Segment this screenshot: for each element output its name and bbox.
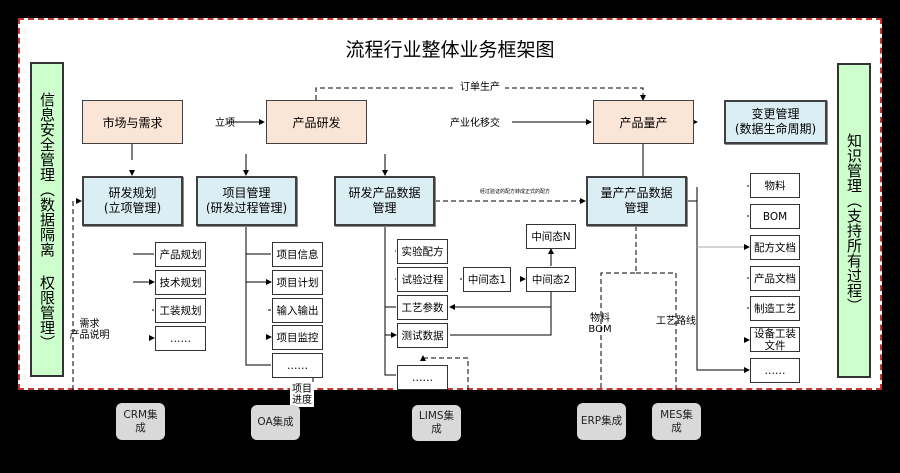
state-box: 中间态N [526, 224, 576, 249]
rd-item: 测试数据 [397, 323, 448, 348]
product-rd-box: 产品研发 [266, 100, 367, 144]
route-label: 工艺路线 [656, 316, 696, 327]
mass-item: BOM [750, 204, 800, 229]
rd-item: 实验配方 [397, 239, 448, 264]
rd-item: 工艺参数 [397, 295, 448, 320]
rd-planning-box: 研发规划 (立项管理) [82, 176, 183, 226]
mes-integration-button[interactable]: MES集 成 [652, 403, 701, 440]
knowledge-management-bar: 知识管理（支持所有过程） [837, 63, 871, 378]
plan-item: …… [155, 326, 206, 351]
project-item: …… [272, 353, 323, 378]
mass-production-box: 产品量产 [593, 100, 694, 144]
lixiang-label: 立项 [215, 117, 235, 129]
oa-integration-button[interactable]: OA集成 [251, 405, 300, 440]
page-title: 流程行业整体业务框架图 [345, 38, 555, 61]
order-line [315, 87, 646, 101]
mass-item: 物料 [750, 173, 800, 198]
security-management-bar: 信息安全管理（数据隔离 权限管理） [30, 62, 64, 377]
plan-item: 技术规划 [155, 270, 206, 295]
crm-integration-button[interactable]: CRM集 成 [116, 403, 165, 440]
plan-item: 产品规划 [155, 242, 206, 267]
mass-item: 制造工艺 [750, 296, 800, 321]
market-demand-box: 市场与需求 [82, 100, 183, 144]
rd-item: 试验过程 [397, 267, 448, 292]
dashed-note: 经过验证的配方转成正式的配方 [479, 188, 550, 195]
lims-integration-button[interactable]: LIMS集 成 [412, 405, 461, 441]
transfer-label: 产业化移交 [450, 117, 500, 129]
mass-item: 产品文档 [750, 266, 800, 291]
rd-item: …… [397, 365, 448, 390]
project-management-box: 项目管理 (研发过程管理) [196, 176, 297, 226]
erp-integration-button[interactable]: ERP集成 [577, 403, 626, 440]
mass-product-data-box: 量产产品数据 管理 [586, 176, 687, 226]
mass-item: 设备工装 文件 [750, 327, 800, 352]
state-box: 中间态2 [526, 267, 576, 292]
demand-label: 需求 产品说明 [69, 319, 110, 341]
progress-label: 项目 进度 [290, 383, 314, 407]
plan-item: 工装规划 [155, 298, 206, 323]
project-item: 项目计划 [272, 270, 323, 295]
rd-product-data-box: 研发产品数据 管理 [334, 176, 435, 226]
mass-item: 配方文档 [750, 235, 800, 260]
order-label: 订单生产 [455, 80, 505, 94]
state-box: 中间态1 [463, 267, 511, 292]
project-item: 项目监控 [272, 325, 323, 350]
mass-item: …… [750, 358, 800, 383]
project-item: 项目信息 [272, 242, 323, 267]
material-bom-label: 物料 BOM [588, 313, 612, 335]
project-item: 输入输出 [272, 298, 323, 323]
change-management-box: 变更管理 (数据生命周期) [724, 100, 827, 144]
